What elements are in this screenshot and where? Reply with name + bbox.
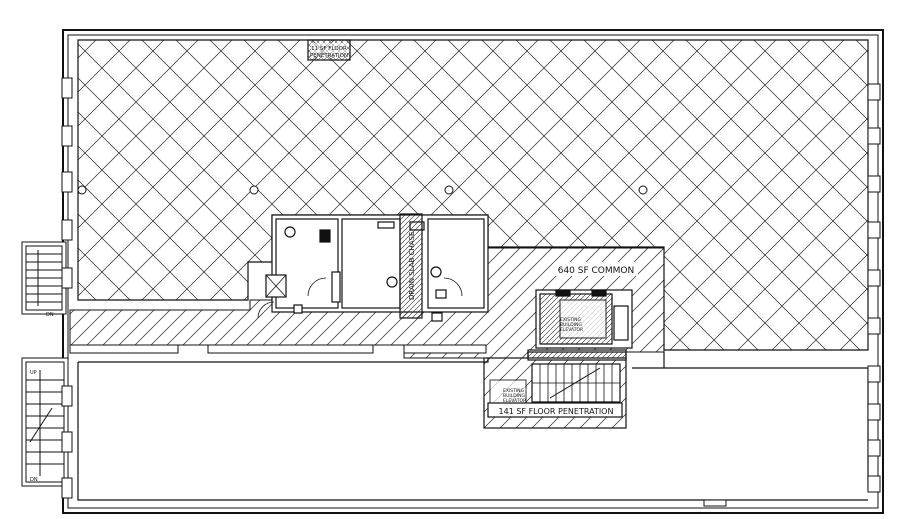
column-1: [77, 185, 87, 195]
stair-lower-up-label: UP: [30, 370, 37, 376]
elevator-lower-label-2: BUILDING: [503, 393, 525, 399]
bottom-wall-marker: [703, 499, 727, 507]
column-4: [638, 185, 648, 195]
upper-elevator: [535, 289, 633, 349]
restroom-core: [257, 214, 489, 322]
lower-area-walls: [77, 352, 869, 501]
stair-upper: [21, 241, 67, 315]
common-area-label: 640 SF COMMON: [558, 266, 635, 276]
penetration-stair-treads: [532, 364, 620, 402]
stair-upper-dn-label: DN: [46, 312, 54, 318]
columns: [77, 185, 648, 195]
elevator-lower-label-3: ELEVATOR: [503, 398, 526, 404]
top-penetration-label-bg: [311, 43, 347, 57]
stair-lower: [21, 357, 69, 487]
top-penetration-label-1: 11 SF FLOOR: [311, 46, 347, 52]
common-label-bg: [554, 262, 638, 276]
column-3: [444, 185, 454, 195]
elevator-upper-label-1: EXISTING: [560, 317, 582, 323]
vertical-chase: [399, 213, 423, 319]
stair-lower-dn-label: DN: [30, 477, 38, 483]
elevator-upper-label-3: ELEVATOR: [560, 327, 583, 333]
floor-penetration-label: 141 SF FLOOR PENETRATION: [499, 407, 614, 416]
floor-penetration: [483, 349, 627, 429]
column-2: [249, 185, 259, 195]
partition-stubs: [69, 344, 487, 354]
elevator-upper-label-2: BUILDING: [560, 322, 582, 328]
elevator-lower-label-1: EXISTING: [503, 388, 525, 394]
chase-label: DRAIN SLAB CHASE: [408, 232, 416, 300]
window-piers-right: [867, 83, 881, 493]
top-penetration-label-2: PENETRATION: [310, 53, 348, 59]
window-piers-left: [61, 77, 73, 499]
